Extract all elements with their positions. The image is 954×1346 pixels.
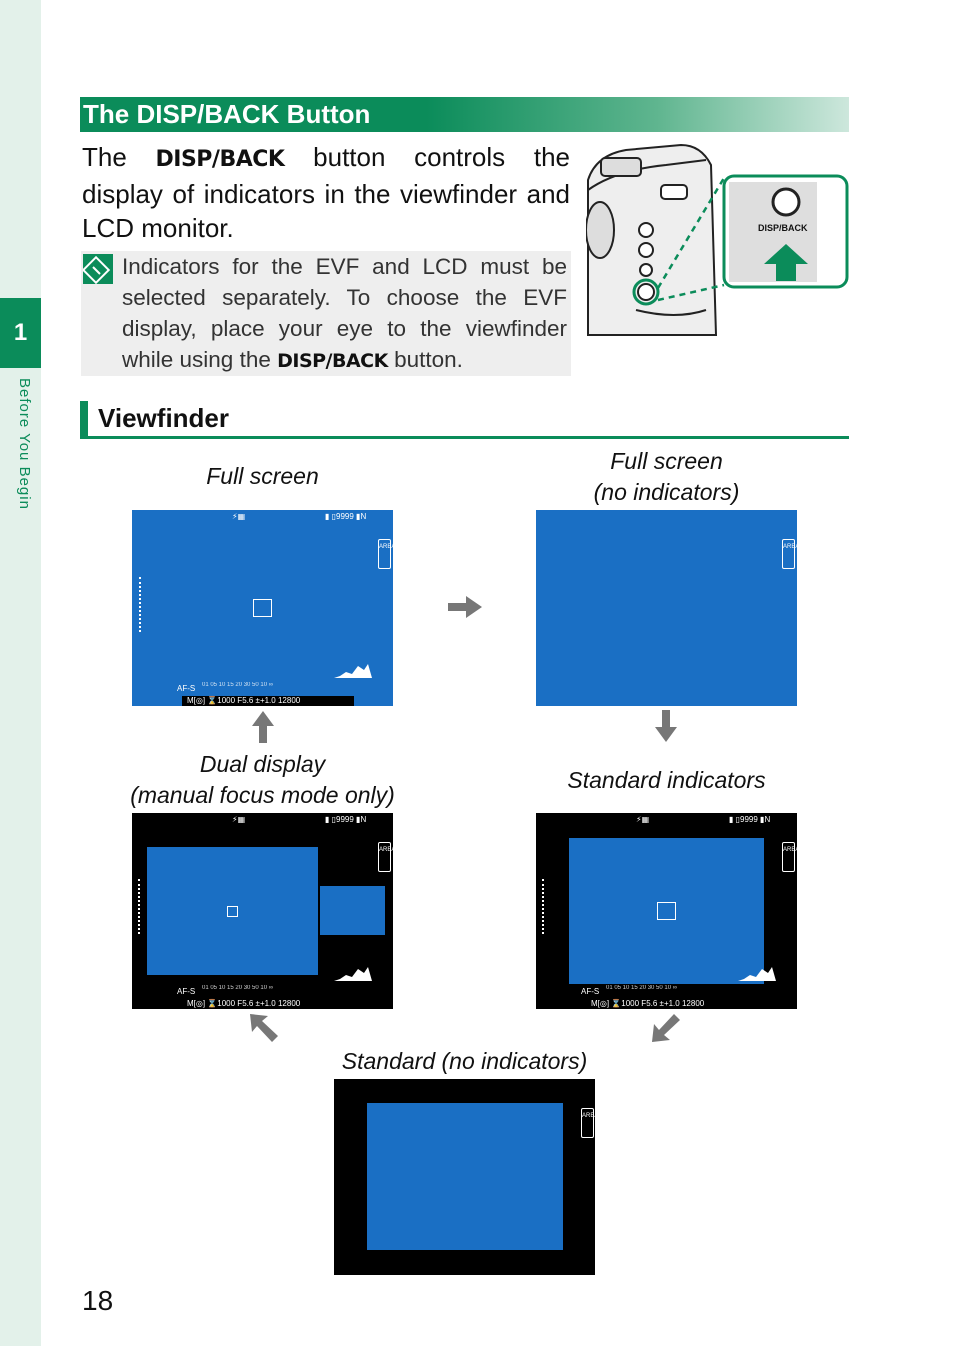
caption-dual-line2: (manual focus mode only) [130,782,395,808]
arrow-down-left-icon [652,1014,680,1042]
note-box: Indicators for the EVF and LCD must be s… [81,251,571,376]
caption-full-no-indicators: Full screen (no indicators) [536,446,797,508]
focus-frame [253,599,272,617]
top-icons: ⚡▦ [232,512,246,521]
top-icons: ⚡▦ [232,815,246,824]
distance-scale: 01 05 10 15 20 30 50 10 ∞ [606,985,678,991]
caption-full-screen: Full screen [206,463,319,489]
caption-dual-line1: Dual display [199,751,326,777]
arrow-right-icon [448,596,482,618]
exposure-scale [139,577,143,632]
camera-illustration: DISP/BACK [585,140,852,340]
caption-full-no-indicators-line1: Full screen [610,448,723,474]
distance-scale: 01 05 10 15 20 30 50 10 ∞ [202,682,274,688]
histogram [738,967,776,981]
main-view [569,838,764,984]
histogram [334,967,372,981]
intro-prefix: The [82,142,156,172]
arrow-up-left-icon [250,1014,278,1042]
note-text: Indicators for the EVF and LCD must be s… [122,251,567,377]
viewfinder-heading: Viewfinder [80,401,849,439]
main-view [367,1103,563,1250]
focus-zoom-view [320,886,385,935]
chapter-sidebar [0,0,41,1346]
exposure-info: M[◎] ⌛1000 F5.6 ±+1.0 12800 [187,696,301,705]
caption-dual-display: Dual display (manual focus mode only) [112,749,413,811]
viewfinder-title: Viewfinder [98,403,230,433]
note-prefix: Indicators for the EVF and LCD must be s… [122,254,567,372]
arrow-up-icon [252,711,274,743]
exposure-info: M[◎] ⌛1000 F5.6 ±+1.0 12800 [591,999,705,1008]
distance-scale: 01 05 10 15 20 30 50 10 ∞ [202,985,274,991]
exposure-scale [542,879,546,934]
camera-button-label: DISP/BACK [758,223,808,233]
arrow-down-icon [655,710,677,742]
section-heading: The DISP/BACK Button [80,97,849,132]
focus-frame [657,902,676,920]
intro-button-name: DISP/BACK [155,147,285,172]
shot-count: ▮ ▯9999 ▮N [729,815,771,824]
chapter-number: 1 [0,298,41,368]
caption-full-no-indicators-line2: (no indicators) [593,479,740,505]
note-button-name: DISP/BACK [277,350,388,372]
note-icon [81,254,113,285]
af-mode: AF-S [177,987,196,996]
top-icons: ⚡▦ [636,815,650,824]
section-title: The DISP/BACK Button [83,99,371,129]
caption-standard: Standard indicators [567,767,766,793]
focus-frame [227,906,238,917]
main-view [147,847,318,975]
caption-standard-no-indicators: Standard (no indicators) [341,1048,588,1074]
intro-paragraph: The DISP/BACK button controls the displa… [82,140,570,245]
exposure-scale [138,879,142,934]
af-mode: AF-S [177,684,196,693]
af-mode: AF-S [581,987,600,996]
shot-count: ▮ ▯9999 ▮N [325,815,367,824]
note-suffix: button. [387,347,463,372]
shot-count: ▮ ▯9999 ▮N [325,512,367,521]
bottom-strip [182,696,354,706]
page-number: 18 [82,1285,114,1316]
exposure-info: M[◎] ⌛1000 F5.6 ±+1.0 12800 [187,999,301,1008]
chapter-title: Before You Begin [16,378,33,510]
histogram [334,664,372,678]
intro-suffix: button controls the display of indicator… [82,142,570,243]
